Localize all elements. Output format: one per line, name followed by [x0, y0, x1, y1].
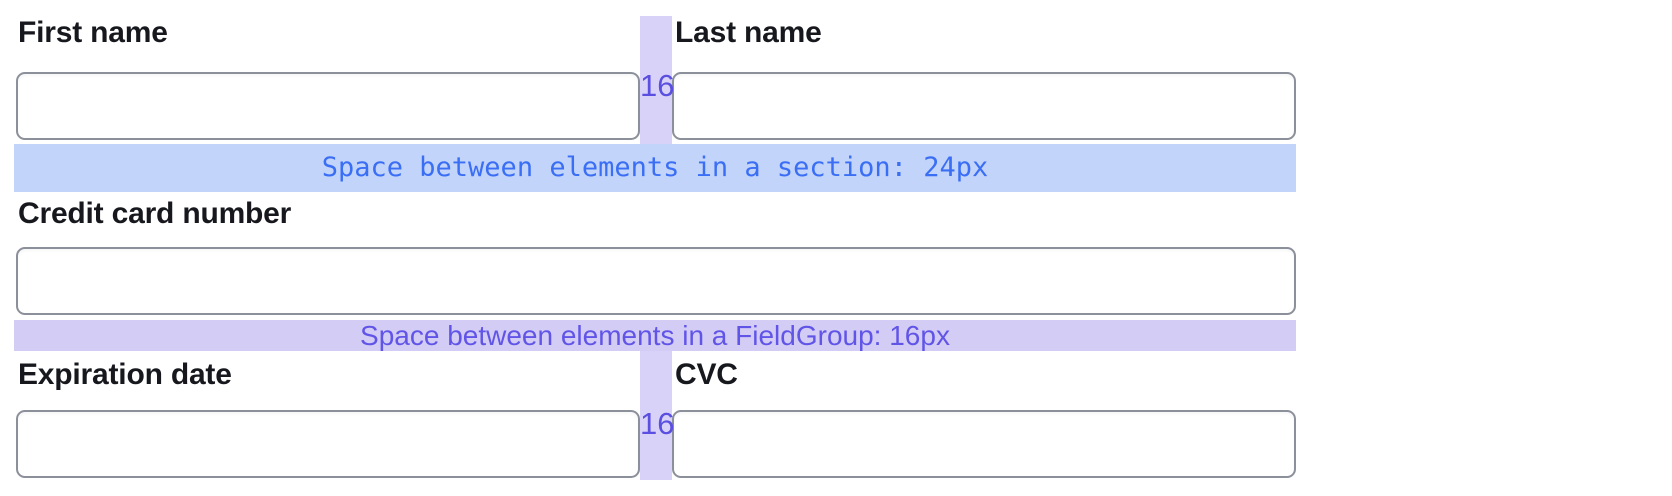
column-gap-value-bottom: 16: [640, 406, 675, 441]
column-gap-value-top: 16: [640, 68, 675, 103]
expiration-date-label: Expiration date: [18, 358, 232, 391]
section-spacing-band: Space between elements in a section: 24p…: [14, 144, 1296, 192]
fieldgroup-spacing-band-text: Space between elements in a FieldGroup: …: [360, 320, 950, 351]
last-name-input[interactable]: [672, 72, 1296, 140]
fieldgroup-spacing-band: Space between elements in a FieldGroup: …: [14, 320, 1296, 351]
cvc-input[interactable]: [672, 410, 1296, 478]
credit-card-number-input[interactable]: [16, 247, 1296, 315]
credit-card-number-label: Credit card number: [18, 197, 292, 230]
section-spacing-band-text: Space between elements in a section: 24p…: [321, 152, 989, 183]
column-gap-strip-top: [640, 16, 672, 144]
column-gap-strip-bottom: [640, 351, 672, 480]
expiration-date-input[interactable]: [16, 410, 640, 478]
cvc-label: CVC: [675, 358, 738, 391]
first-name-label: First name: [18, 16, 168, 49]
first-name-input[interactable]: [16, 72, 640, 140]
last-name-label: Last name: [675, 16, 822, 49]
